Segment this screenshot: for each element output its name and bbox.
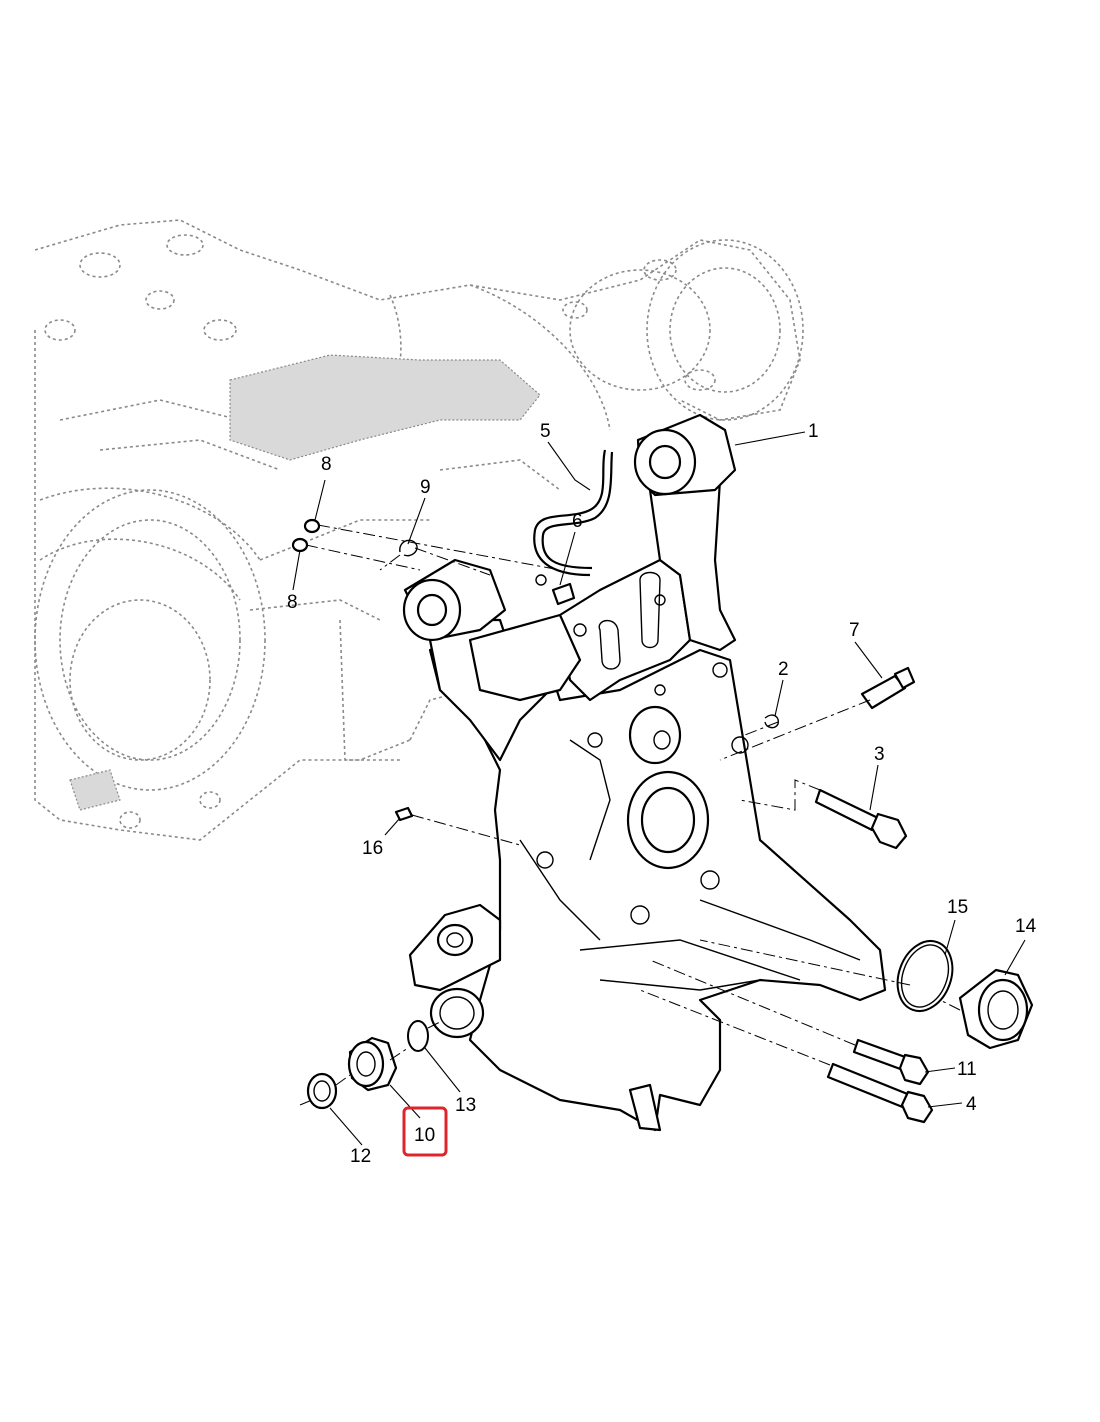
main-bracket-housing (408, 468, 887, 1132)
part-7-sensor (860, 666, 916, 710)
part-3-bolt (814, 788, 908, 850)
part-12-seal (306, 1072, 338, 1110)
part-9-ring (399, 539, 418, 557)
callout-15: 15 (947, 897, 968, 918)
callout-8-upper: 8 (321, 454, 332, 475)
callout-labels: 1 2 3 4 5 6 7 8 8 9 10 11 12 13 14 15 16 (287, 421, 1037, 1167)
part-1-bushing (633, 413, 737, 497)
callout-12: 12 (350, 1146, 371, 1167)
part-8-nut-lower (291, 537, 309, 553)
left-upper-bushing (402, 558, 507, 642)
part-16-pin (394, 806, 414, 822)
part-4-bolt (826, 1062, 934, 1124)
background-transmission-housing (34, 219, 804, 841)
callout-8-lower: 8 (287, 592, 298, 613)
callout-16: 16 (362, 838, 383, 859)
part-14-seal (958, 968, 1034, 1050)
callout-14: 14 (1015, 916, 1037, 937)
part-13-o-ring (407, 1020, 429, 1052)
part-11-bolt (852, 1038, 930, 1086)
callout-11: 11 (957, 1059, 977, 1080)
part-2-clip (764, 714, 779, 729)
assembly-axis-lines (299, 524, 961, 1106)
callout-9: 9 (420, 477, 431, 498)
part-10-bushing (347, 1036, 398, 1092)
callout-10: 10 (414, 1125, 435, 1146)
callout-3: 3 (874, 744, 885, 765)
part-6-fitting (535, 574, 576, 606)
part-8-nut-upper (303, 518, 321, 534)
part-15-o-ring (896, 940, 954, 1012)
part-5-tube (533, 449, 614, 577)
callout-4: 4 (966, 1094, 977, 1115)
callout-1: 1 (808, 421, 819, 442)
callout-7: 7 (849, 620, 860, 641)
callout-13: 13 (455, 1095, 476, 1116)
leader-lines (292, 431, 1026, 1146)
callout-2: 2 (778, 659, 789, 680)
callout-6: 6 (572, 511, 583, 532)
callout-10-highlight-box (402, 1106, 448, 1157)
callout-5: 5 (540, 421, 551, 442)
